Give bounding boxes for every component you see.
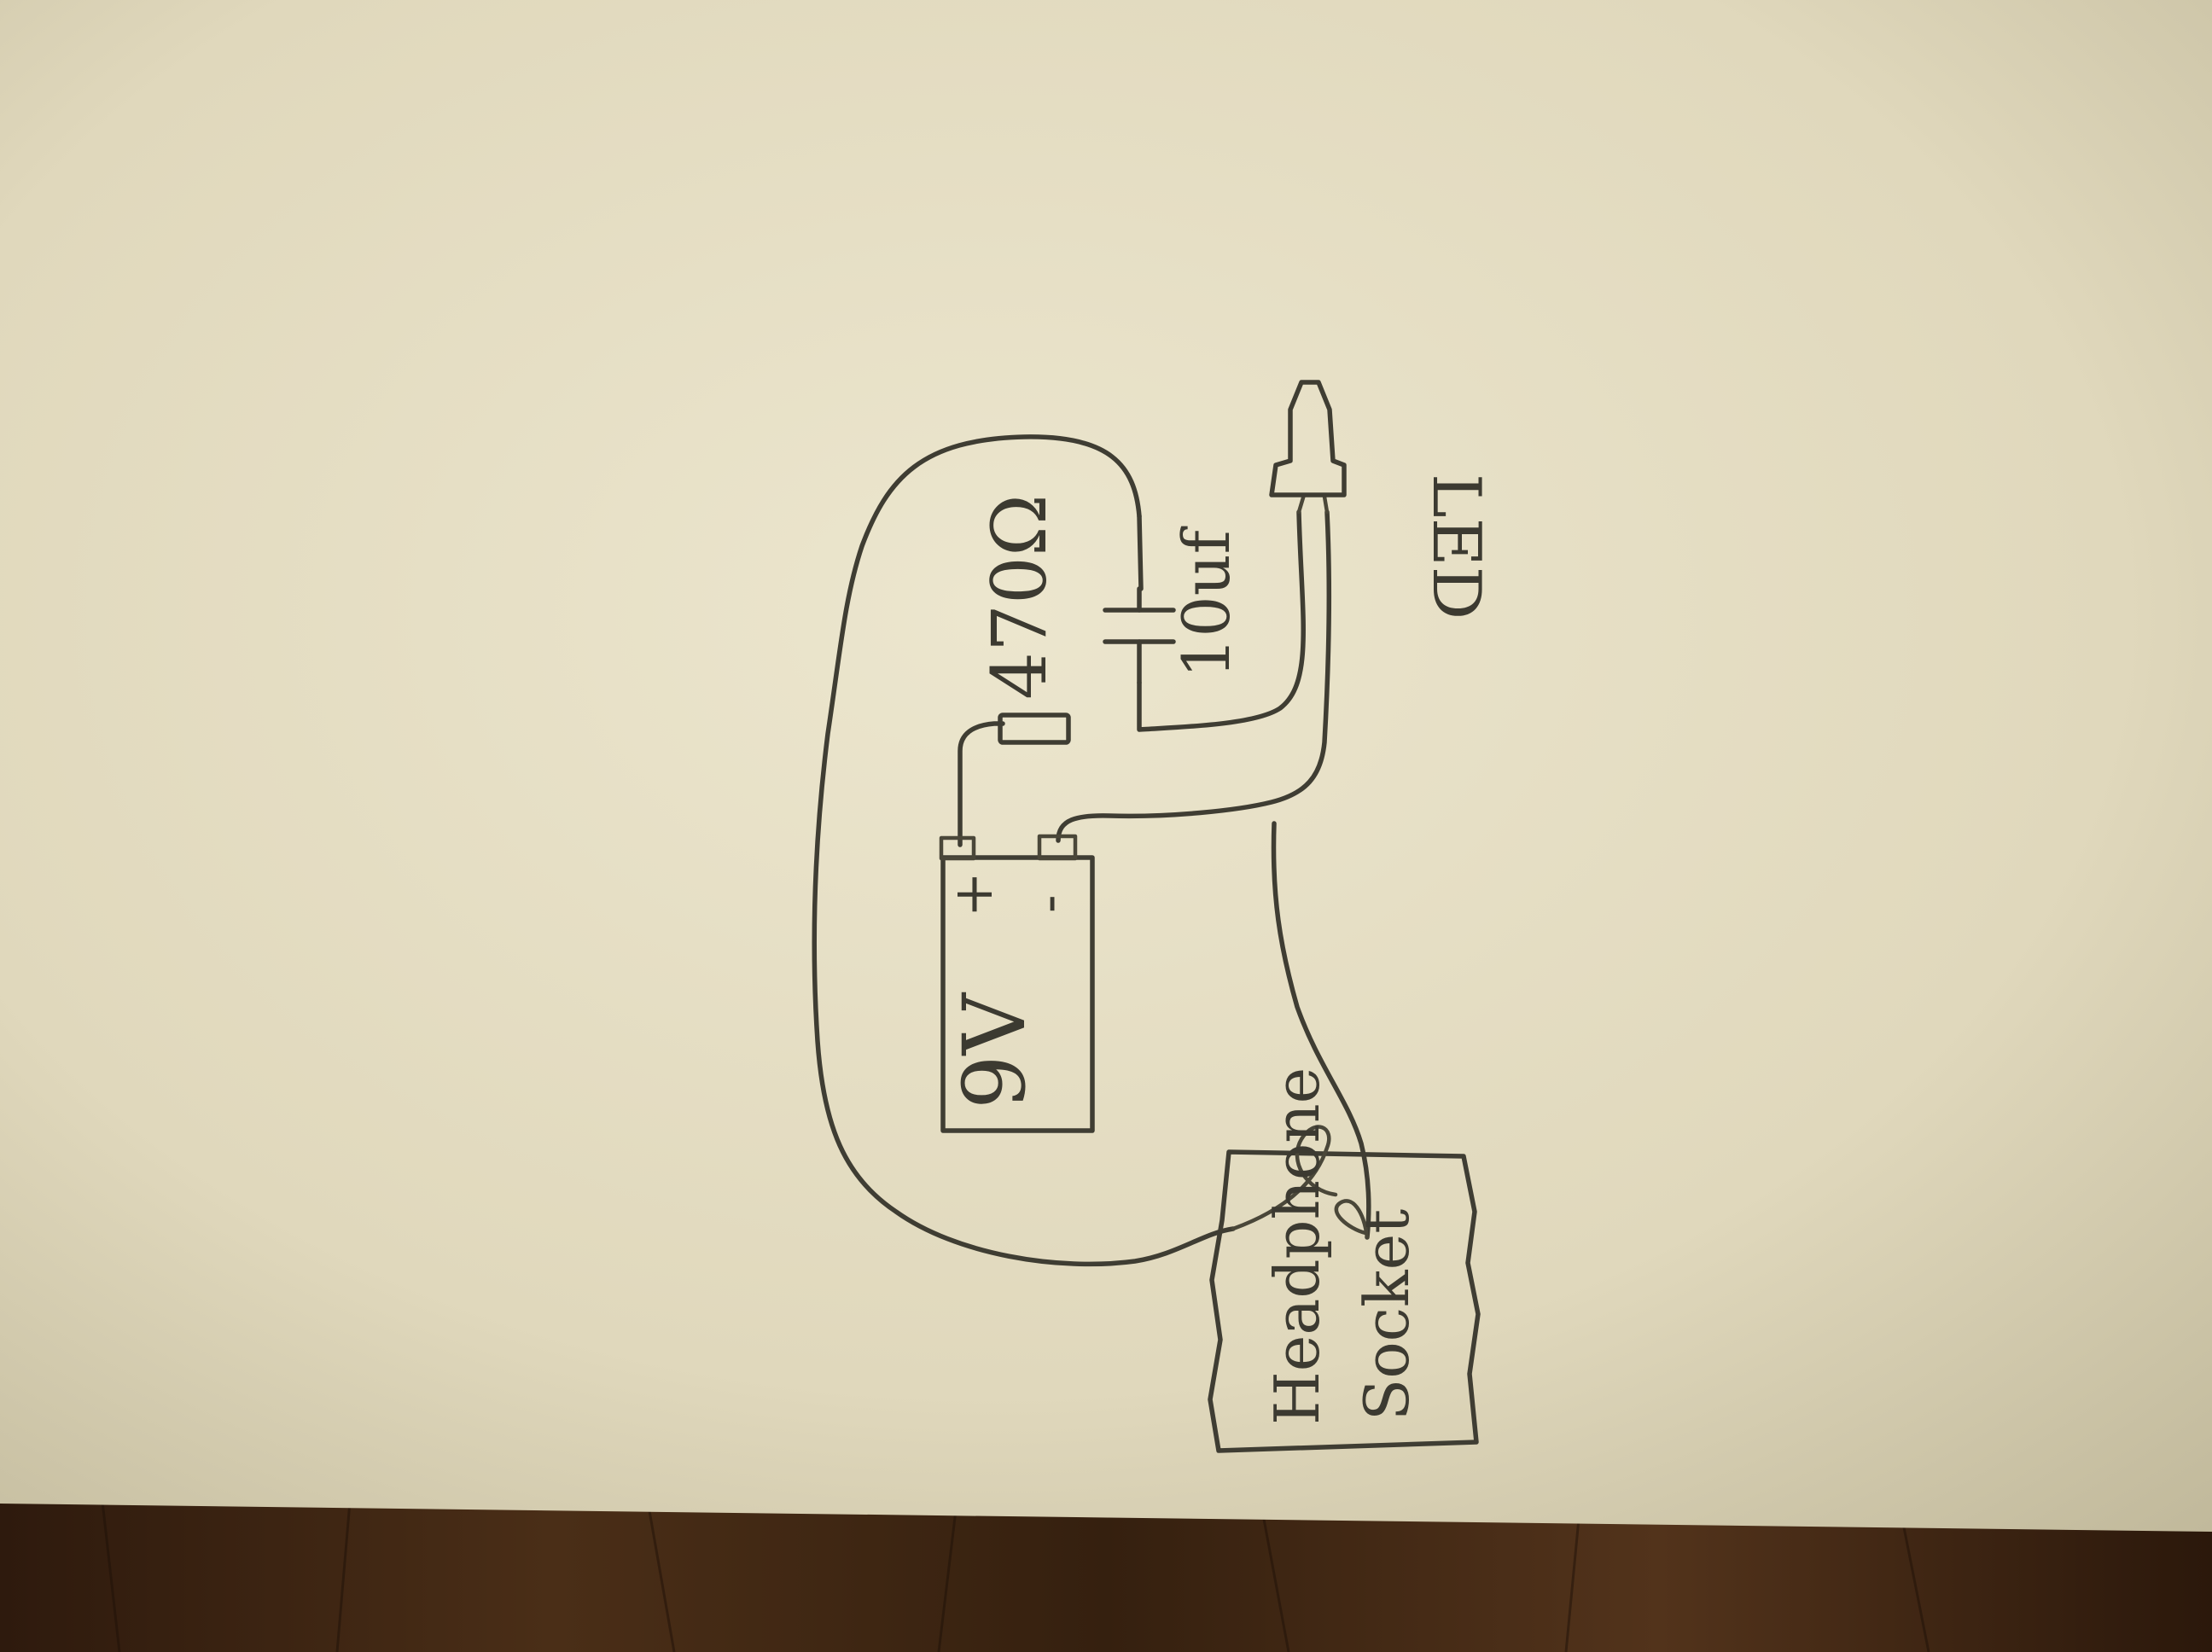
battery-negative-wire — [1056, 509, 1332, 843]
battery-positive-terminal-tab — [939, 835, 976, 861]
battery-negative-sign: - — [1017, 894, 1080, 913]
battery-positive-sign: + — [942, 871, 1005, 917]
battery-negative-terminal-tab — [1037, 834, 1078, 861]
outer-loop-wire — [812, 434, 1236, 1267]
resistor-to-capacitor-wire — [1137, 514, 1144, 591]
led-lead-right — [1322, 494, 1330, 515]
headphone-socket-label-line2: Socket — [1351, 1209, 1423, 1421]
battery-body — [940, 855, 1095, 1133]
paper-sheet — [0, 0, 2212, 1532]
socket-wire-squiggle-left — [1231, 1125, 1338, 1231]
resistor-symbol — [998, 713, 1071, 745]
led-lead-left — [1296, 492, 1307, 515]
battery-positive-wire — [958, 721, 1005, 847]
socket-signal-wire — [1271, 821, 1371, 1240]
led-label: LED — [1417, 474, 1494, 620]
battery-label: 9V — [945, 992, 1045, 1109]
capacitor-label: 10uf — [1168, 526, 1244, 678]
headphone-socket-label-line1: Headphone — [1261, 1067, 1333, 1425]
resistor-label: 470Ω — [975, 494, 1063, 700]
wood-grain-lines — [101, 1501, 1930, 1652]
headphone-socket-box — [1208, 1149, 1481, 1453]
capacitor-lower-lead — [1137, 509, 1306, 732]
led-symbol — [1269, 380, 1347, 497]
socket-wire-squiggle-right — [1334, 1199, 1370, 1240]
